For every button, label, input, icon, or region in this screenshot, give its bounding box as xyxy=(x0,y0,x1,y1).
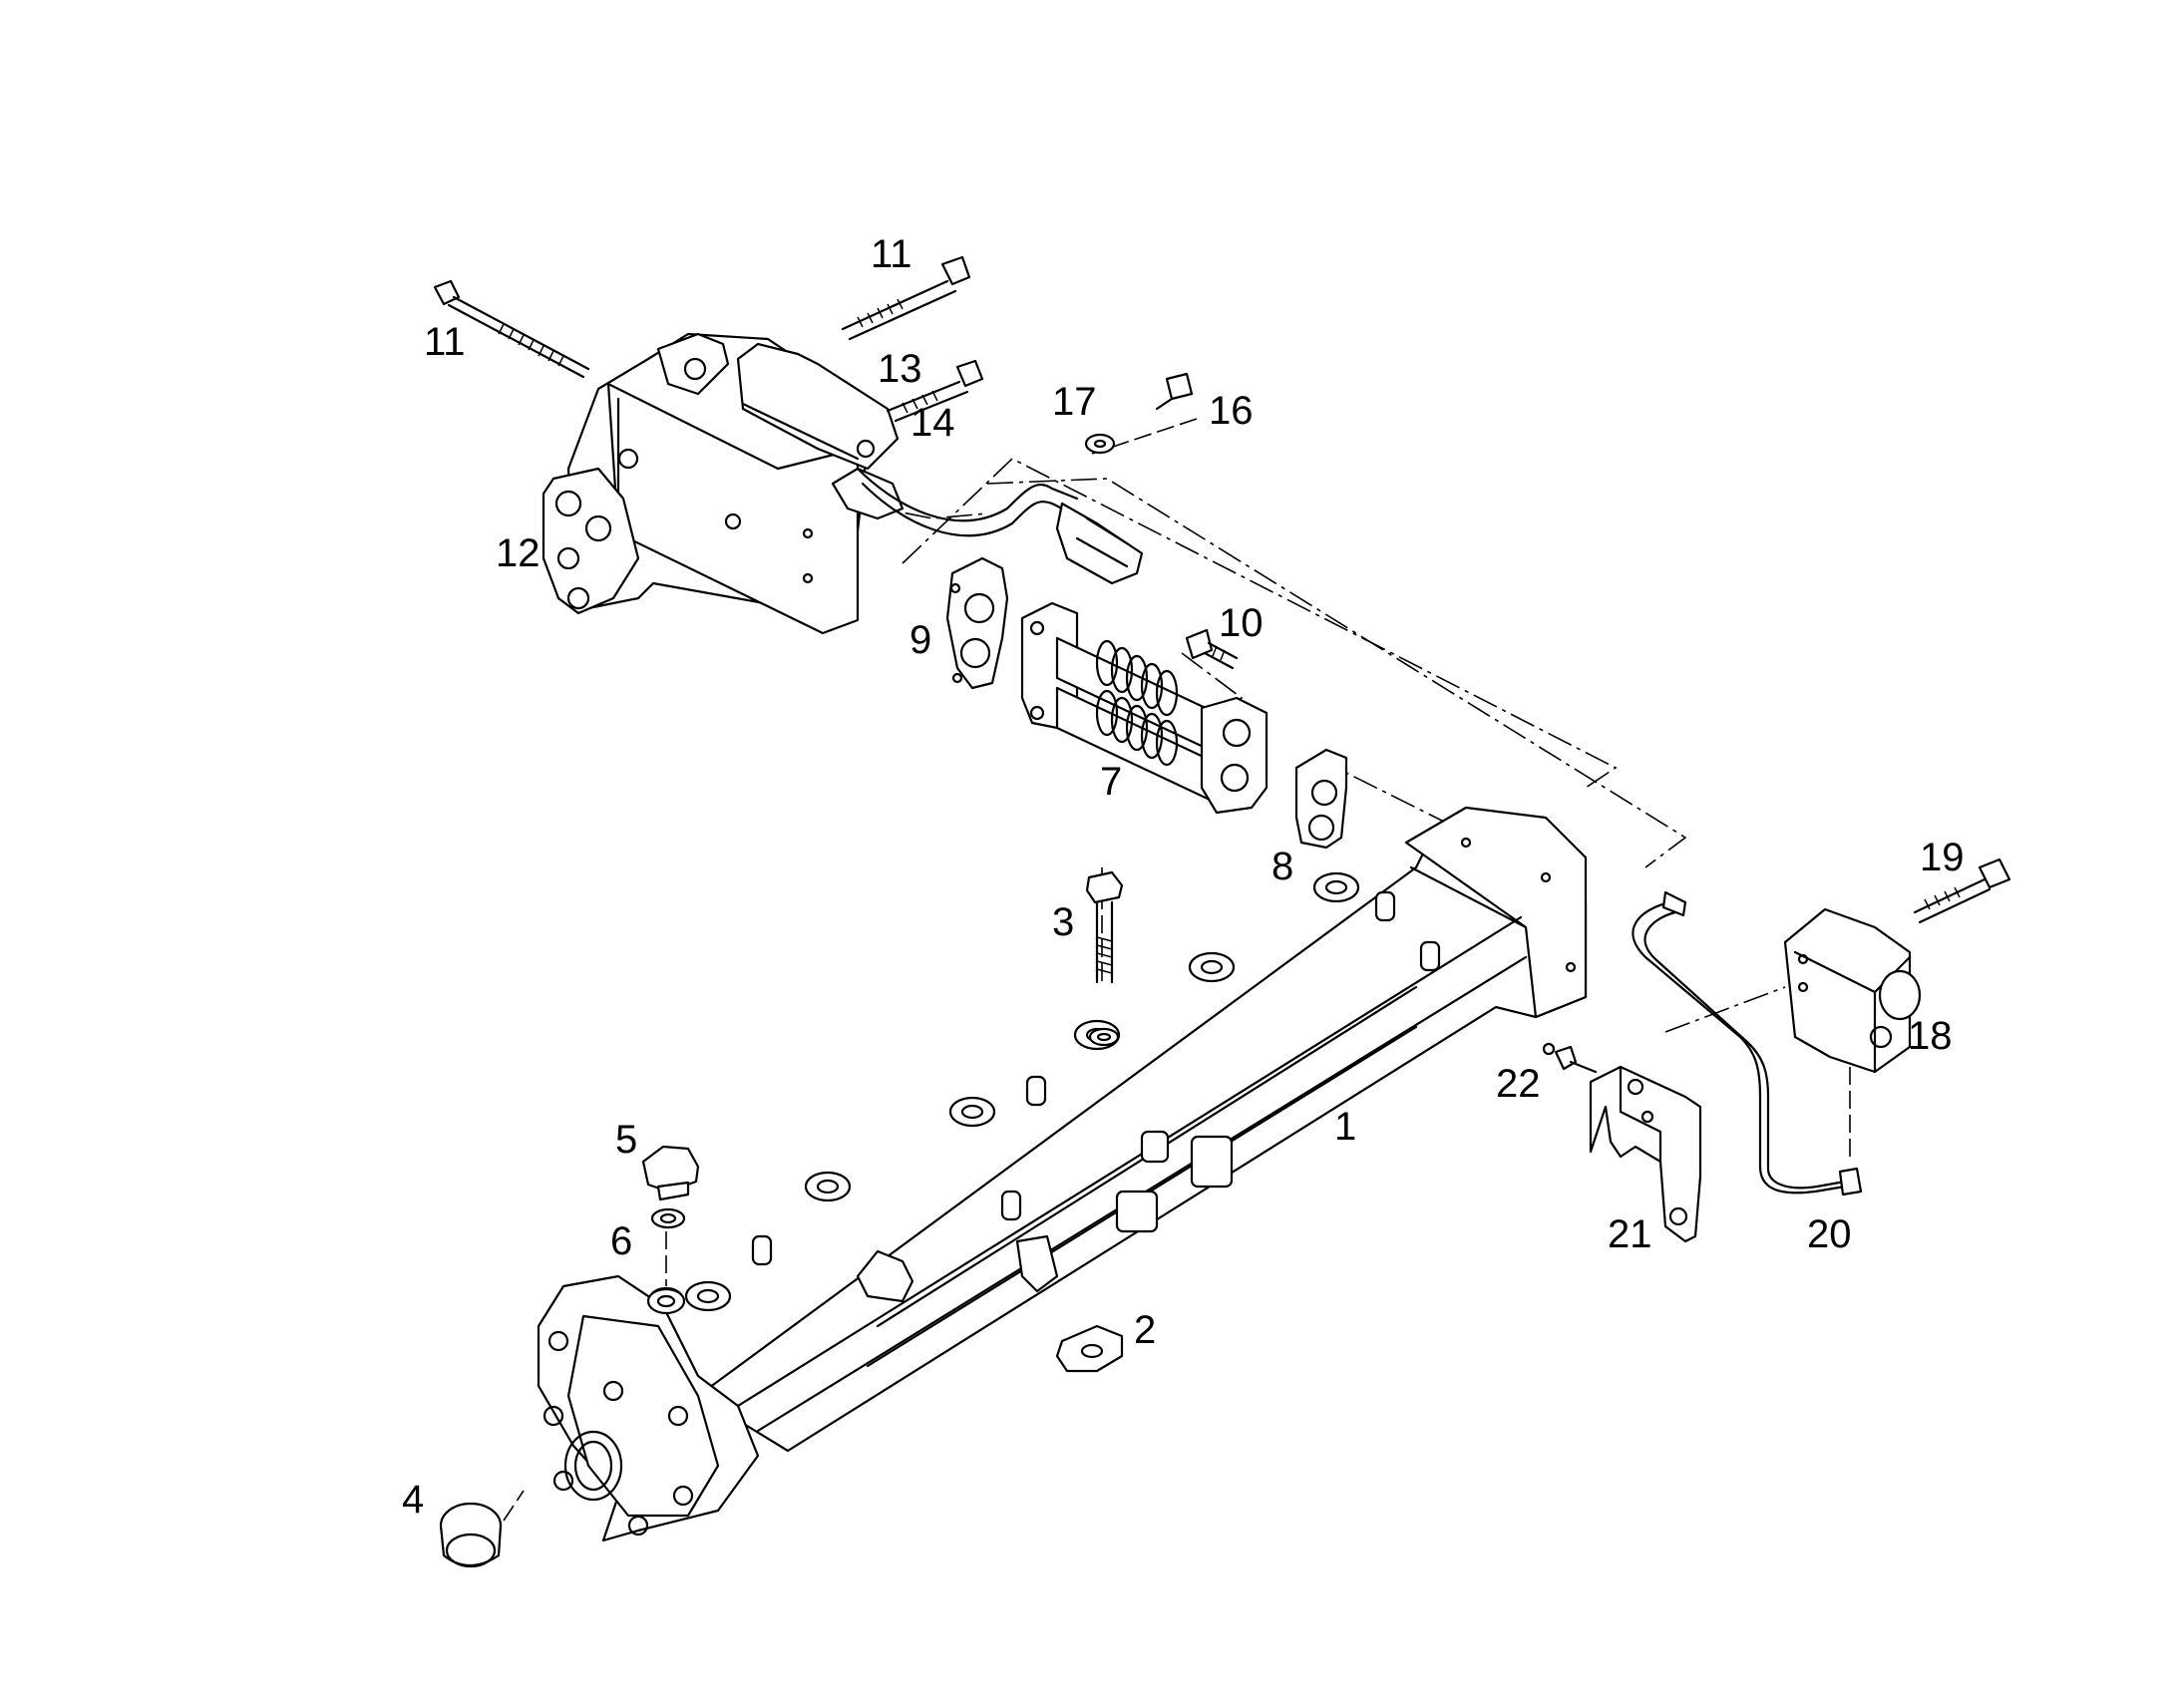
gasket-9 xyxy=(945,556,1009,690)
screw-10 xyxy=(1185,628,1239,670)
callout-8: 8 xyxy=(1272,845,1293,888)
washer-6 xyxy=(646,1207,686,1315)
callout-21: 21 xyxy=(1608,1212,1652,1256)
callout-19: 19 xyxy=(1920,836,1965,879)
callout-4: 4 xyxy=(402,1478,424,1522)
callout-22: 22 xyxy=(1496,1062,1541,1106)
manifold-1 xyxy=(537,806,1588,1542)
callout-20: 20 xyxy=(1807,1212,1852,1256)
bolt-11-right xyxy=(841,255,971,341)
callout-11-left: 11 xyxy=(424,320,466,364)
callout-7: 7 xyxy=(1100,760,1122,804)
bolt-3 xyxy=(1085,870,1124,1047)
cap-4 xyxy=(439,1502,503,1568)
screw-16 xyxy=(1155,372,1194,411)
sensor-harness xyxy=(856,467,1144,585)
callout-1: 1 xyxy=(1334,1105,1356,1149)
callout-9: 9 xyxy=(909,618,931,662)
callout-16: 16 xyxy=(1209,389,1254,433)
callout-18: 18 xyxy=(1908,1014,1953,1058)
callout-17: 17 xyxy=(1052,380,1097,424)
plug-5 xyxy=(641,1145,700,1201)
clip-22 xyxy=(1542,1042,1598,1074)
bracket-21 xyxy=(1589,1065,1702,1243)
callout-5: 5 xyxy=(615,1118,637,1162)
callout-2: 2 xyxy=(1134,1308,1156,1352)
callout-13: 13 xyxy=(878,347,922,391)
bolt-14 xyxy=(886,359,984,423)
pressure-sensor-18 xyxy=(1783,907,1922,1074)
callout-3: 3 xyxy=(1052,900,1074,944)
pressure-pipe-20 xyxy=(1632,890,1863,1196)
gasket-2 xyxy=(1055,1324,1124,1373)
egr-valve-assembly-12 xyxy=(542,332,905,635)
callout-6: 6 xyxy=(610,1219,632,1263)
egr-pipe-7 xyxy=(1020,601,1269,815)
gasket-8 xyxy=(1294,748,1348,850)
callout-11-right: 11 xyxy=(871,232,912,276)
bolt-19 xyxy=(1913,857,2011,924)
bolt-11-left xyxy=(433,279,590,379)
washer-17 xyxy=(1084,433,1116,455)
callout-10: 10 xyxy=(1219,601,1264,645)
callout-labels: 1 2 3 4 5 6 7 8 9 10 11 11 12 13 14 16 1… xyxy=(402,232,1965,1522)
callout-14: 14 xyxy=(910,401,955,445)
callout-12: 12 xyxy=(496,531,541,575)
